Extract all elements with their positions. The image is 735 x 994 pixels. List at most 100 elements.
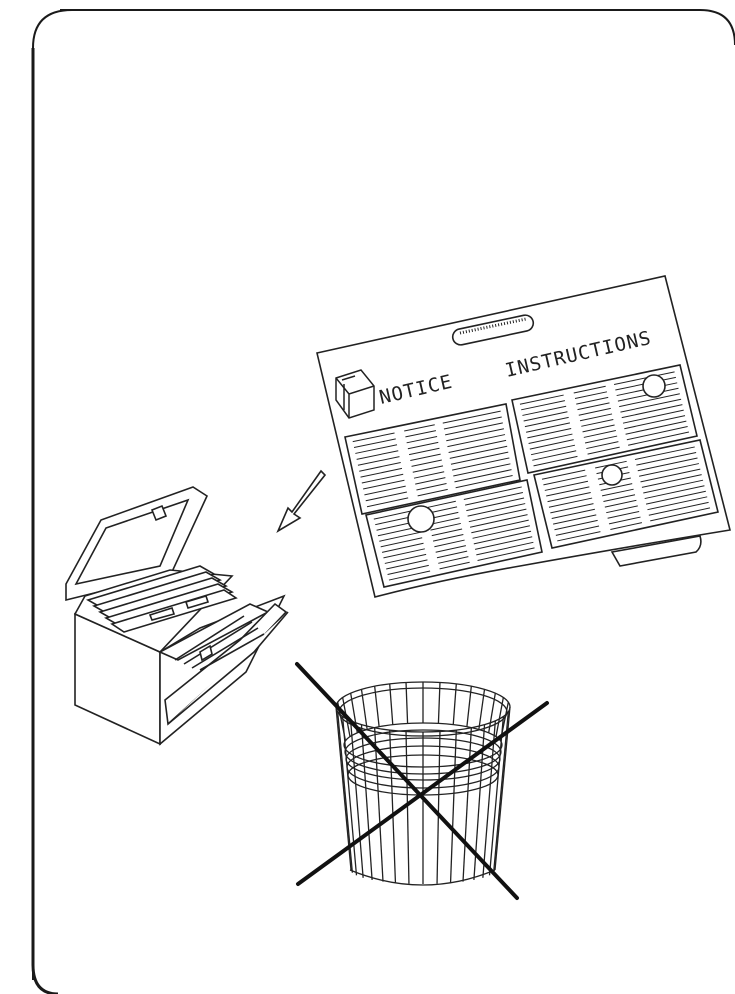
sheet-text-line [425,500,456,509]
sheet-text-line [644,485,705,500]
sheet-text-line [361,473,404,484]
arrow-down-left-icon [276,469,327,533]
sheet-text-line [625,420,687,435]
sheet-text-line [447,434,506,448]
sheet-hang-slot [451,314,535,346]
wastebasket-rib-back [360,689,368,730]
sheet-back [610,535,702,567]
wastebasket-rib [374,727,384,882]
sheet-text-line [587,446,620,455]
sheet-text-line [430,522,461,531]
sheet-text-line [613,371,675,386]
sheet-text-line [548,497,593,508]
sheet-text-line [650,507,711,522]
sheet-text-line [386,559,428,570]
sheet-text-line [639,463,700,477]
wastebasket-rib [405,731,410,884]
sheet-text-line [383,548,425,559]
sheet-text-line [388,570,431,581]
wastebasket-rib [488,716,505,876]
sheet-text-line [555,525,600,536]
sheet-text-line [610,522,643,530]
cross-line-2 [296,701,549,886]
sheet-text-line [379,531,421,542]
sheet-text-line [528,433,573,444]
sheet-text-line [552,514,597,525]
sheet-text-line [448,439,507,453]
sheet-text-line [643,479,704,494]
sheet-text-line [608,516,641,525]
sheet-text-line [541,469,586,480]
wastebasket-rib [360,724,373,880]
sheet-text-line [411,459,442,467]
sheet-text-line [581,418,614,427]
sheet-text-line [544,480,589,491]
sheet-text-line [404,424,435,432]
sheet-text-line [466,497,525,512]
sheet-text-line [434,539,465,548]
sheet-text-line [603,494,636,503]
sheet-text-line [628,431,690,446]
sheet-text-line [640,468,701,483]
sheet-text-line [477,547,535,561]
sheet-text-line [523,411,568,422]
sheet-text-line [405,430,437,438]
sheet-text-line [352,432,395,443]
sheet-text-line [380,537,423,548]
sheet-text-line [454,469,512,483]
sheet-text-line [550,503,594,514]
sheet-text-line [524,416,569,428]
sheet-text-line [452,457,510,471]
sheet-text-line [546,486,590,497]
sheet-text-line [626,426,688,441]
sheet-text-line [648,501,709,516]
sheet-text-line [620,398,682,413]
wastebasket-rib-back [495,697,505,737]
sheet-text-line [526,422,571,433]
package-icon [335,369,375,419]
sheet-text-line [449,445,508,459]
wastebasket-rib-back [452,683,457,725]
cross-out-icon [295,662,549,900]
sheet-text-line [412,465,444,473]
sheet-text-line [417,488,448,497]
sheet-text-line [619,393,680,408]
sheet-text-line [634,446,695,461]
sheet-text-line [607,510,640,519]
sheet-text-line [364,485,406,496]
sheet-text-line [527,427,572,439]
wastebasket-rib [335,706,352,871]
sheet-text-line [576,396,609,405]
sheet-text-line [522,405,567,416]
sheet-text-line [366,497,409,508]
cross-line-1 [295,662,519,900]
sheet-text-line [373,509,416,520]
sheet-text-line [472,525,530,539]
sheet-panel-bottom-right [533,439,719,549]
sheet-text-line [636,451,697,466]
sheet-text-line [641,474,702,488]
wastebasket-rib-back [389,683,394,725]
wastebasket-rib [389,730,397,883]
wastebasket-rib [462,727,472,882]
sheet-text-line [469,514,528,528]
sheet-text-line [586,441,619,450]
sheet-text-line [438,556,469,564]
sheet-text-line [431,528,463,537]
sheet-text-line [604,499,637,508]
sheet-text-line [413,471,445,479]
sheet-text-line [532,450,577,461]
sheet-text-line [467,503,526,517]
wastebasket-rib-back [488,693,496,733]
wastebasket-rib [492,711,509,873]
sheet-text-line [557,531,601,542]
sheet-text-line [474,536,533,550]
sheet-text-line [407,441,439,450]
sheet-text-line [574,391,608,400]
sheet-text-line [577,402,610,411]
sheet-dot-3 [407,505,435,533]
file-box-folders [85,565,238,633]
wastebasket-rib-back [405,682,409,724]
page-frame-left-edge [31,48,59,994]
